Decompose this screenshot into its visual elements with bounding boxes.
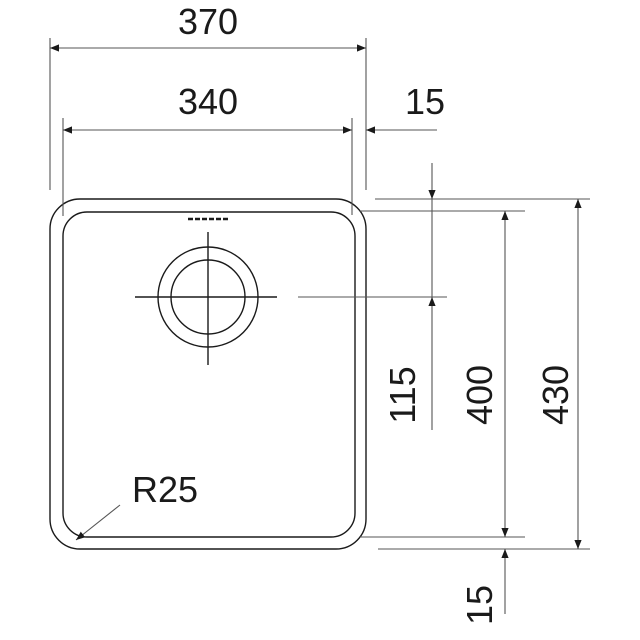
dim-rim-width: 15 xyxy=(366,81,445,134)
dim-corner-radius: R25 xyxy=(75,469,198,541)
dim-bowl-depth: 400 xyxy=(360,210,525,538)
dim-rim-bottom: 15 xyxy=(459,549,509,625)
rim-width-label: 15 xyxy=(405,81,445,122)
rim-bottom-label: 15 xyxy=(459,585,500,625)
dim-bowl-width: 340 xyxy=(62,81,353,216)
drain xyxy=(135,232,447,365)
sink-outer-rim xyxy=(49,198,367,550)
overall-depth-label: 430 xyxy=(535,365,576,425)
bowl-width-label: 340 xyxy=(178,81,238,122)
overall-width-label: 370 xyxy=(178,1,238,42)
sink-bowl xyxy=(62,211,356,538)
drain-offset-label: 115 xyxy=(382,366,423,423)
corner-radius-label: R25 xyxy=(132,469,198,510)
dim-overall-width: 370 xyxy=(49,1,367,190)
dim-overall-depth: 430 xyxy=(375,198,590,550)
dim-drain-offset: 115 xyxy=(382,163,436,430)
bowl-depth-label: 400 xyxy=(459,365,500,425)
